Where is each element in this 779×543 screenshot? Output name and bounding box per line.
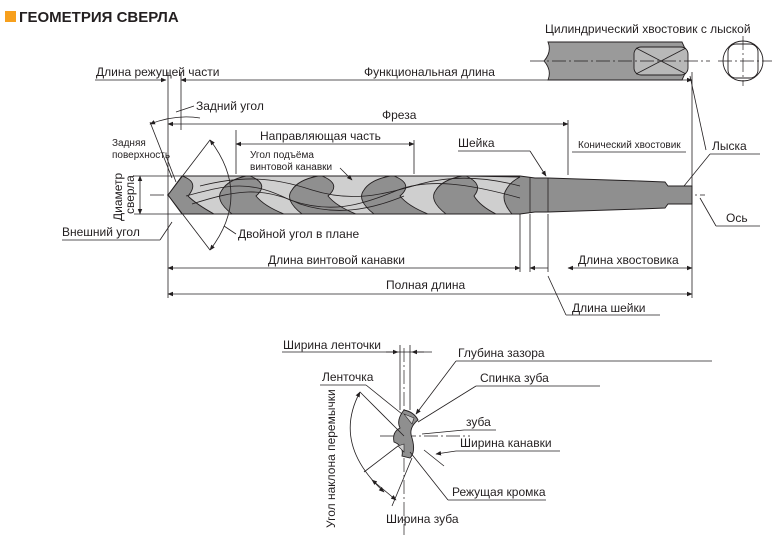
label-web-angle: Угол наклона перемычки [324, 389, 338, 528]
label-outer-angle: Внешний угол [62, 225, 140, 239]
drill-main-view [150, 139, 705, 251]
label-flute-width: Ширина канавки [460, 436, 552, 450]
label-cutting-length: Длина режущей части [96, 65, 219, 79]
section-body [393, 409, 419, 459]
cylindrical-shank-inset: Цилиндрический хвостовик с лыской [530, 22, 772, 86]
label-axis: Ось [726, 211, 748, 225]
label-clearance-angle: Задний угол [196, 99, 264, 113]
page-title: ГЕОМЕТРИЯ СВЕРЛА [19, 9, 179, 26]
label-flank-1: Задняя [112, 138, 146, 149]
label-heel: Спинка зуба [480, 371, 549, 385]
title-accent-square [5, 11, 16, 22]
label-flute-length: Длина винтовой канавки [268, 253, 405, 267]
label-land-width: Ширина зуба [386, 512, 459, 526]
label-flute-mill: Фреза [382, 108, 417, 122]
label-guiding-part: Направляющая часть [260, 129, 381, 143]
label-double-angle: Двойной угол в плане [238, 227, 359, 241]
label-cylindrical-shank: Цилиндрический хвостовик с лыской [545, 22, 751, 36]
label-neck: Шейка [458, 136, 495, 150]
label-taper-shank: Конический хвостовик [578, 140, 681, 151]
label-cutting-edge: Режущая кромка [452, 485, 546, 499]
label-clearance-depth: Глубина зазора [458, 346, 545, 360]
cross-section-view: Ширина ленточки Глубина зазора Ленточка … [282, 338, 712, 535]
label-flank-2: поверхность [112, 150, 170, 161]
main-dimensions: Длина режущей части Функциональная длина… [62, 65, 760, 316]
label-flat: Лыска [712, 139, 747, 153]
label-diameter-1: Диаметр [111, 172, 125, 221]
label-helix-angle-1: Угол подъёма [250, 150, 314, 161]
label-margin-width: Ширина ленточки [283, 338, 381, 352]
label-neck-length: Длина шейки [572, 301, 645, 315]
label-helix-angle-2: винтовой канавки [250, 162, 332, 173]
label-diameter-2: сверла [123, 175, 137, 214]
label-shank-length: Длина хвостовика [578, 253, 679, 267]
helix-lines [185, 177, 549, 213]
double-point-angle-arc [209, 139, 232, 251]
label-tooth: зуба [466, 415, 491, 429]
label-margin: Ленточка [322, 370, 374, 384]
label-overall-length: Полная длина [386, 278, 466, 292]
label-functional-length: Функциональная длина [364, 65, 495, 79]
